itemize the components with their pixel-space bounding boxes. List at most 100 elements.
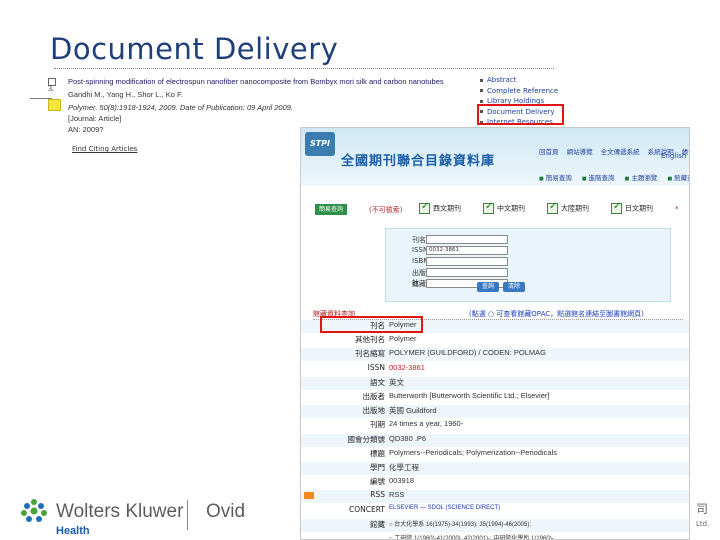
- result-source: Polymer. 50(8):1918-1924, 2009. Date of …: [68, 103, 293, 112]
- top-link-sitemap[interactable]: 網站導覽: [566, 148, 593, 156]
- record-field-label: 語文: [370, 377, 385, 387]
- edge-text: 司: [696, 502, 709, 516]
- document-delivery-link[interactable]: Document Delivery: [480, 108, 558, 116]
- record-field-label: 館藏: [370, 519, 385, 529]
- record-field-value[interactable]: ELSEVIER — SDOL (SCIENCE DIRECT): [389, 504, 501, 511]
- record-field-value: 英國 Guildford: [389, 406, 437, 416]
- record-field-value: POLYMER (GUILDFORD) / CODEN: POLMAG: [389, 348, 546, 358]
- sub-link-advanced[interactable]: 進階查詢: [582, 174, 615, 182]
- result-links: Abstract Complete Reference Library Hold…: [480, 76, 558, 129]
- search-form: 刊名 ISSN 0032-3861 ISBN 出版社 館藏: [385, 228, 671, 302]
- issn-field[interactable]: 0032-3861: [426, 246, 508, 255]
- sub-link-simple[interactable]: 簡易查詢: [539, 174, 572, 182]
- record-field-label: 出版地: [362, 406, 386, 416]
- stpi-title: 全國期刊聯合目錄資料庫: [341, 154, 496, 169]
- result-accession: AN: 2009?: [68, 125, 104, 134]
- result-title[interactable]: Post-spinning modification of electrospu…: [68, 77, 444, 86]
- option-western[interactable]: 西文期刊: [419, 201, 461, 214]
- top-link-account[interactable]: 帳號管理: [681, 148, 689, 156]
- record-field-label: 編號: [370, 477, 385, 487]
- internet-resources-link[interactable]: Internet Resources: [480, 118, 558, 126]
- record-field-label: ISSN: [367, 362, 385, 372]
- result-pub-type: [Journal: Article]: [68, 114, 122, 123]
- search-hint: (不可檢索): [369, 206, 403, 214]
- wolters-kluwer-logo-icon: [21, 499, 47, 522]
- record-field-value: QD380 .P6: [389, 433, 427, 443]
- result-authors: Gandhi M., Yang H., Shor L., Ko F.: [68, 90, 183, 99]
- record-field-value: 英文: [389, 377, 404, 387]
- top-link-home[interactable]: 回首頁: [539, 148, 559, 156]
- record-field-value: 003918: [389, 476, 415, 486]
- record-field-value: 化學工程: [389, 463, 419, 472]
- stpi-top-links: 回首頁 網站導覽 全文傳遞系統 系統說明 帳號管理: [539, 146, 689, 156]
- bullet-icon: [480, 78, 483, 82]
- highlight-box-polymer: [320, 316, 423, 333]
- library-holdings-link[interactable]: Library Holdings: [480, 97, 558, 105]
- checkbox-icon[interactable]: [483, 201, 494, 214]
- checkbox-icon[interactable]: [611, 201, 622, 214]
- record-field-label: RSS: [370, 490, 385, 500]
- result-checkbox[interactable]: [48, 78, 56, 86]
- note-icon[interactable]: [48, 99, 61, 111]
- edge-text-small: Ltd.: [696, 520, 710, 528]
- record-field-value[interactable]: ○ 台大化學系 16(1975)-34(1993); 35(1994)-46(2…: [389, 521, 532, 528]
- find-citing-articles-link[interactable]: Find Citing Articles: [72, 145, 138, 153]
- results-label: 館藏資料查詢: [313, 310, 355, 318]
- record-row: 刊名 Polymer: [301, 320, 689, 333]
- top-link-delivery[interactable]: 全文傳遞系統: [600, 148, 640, 156]
- record-field-label: 其他刊名: [355, 335, 385, 345]
- record-row: ISSN 0032-3861: [301, 362, 689, 376]
- option-chinese[interactable]: 中文期刊: [483, 201, 525, 214]
- record-field-value[interactable]: RSS: [389, 490, 405, 500]
- record-row: 其他刊名 Polymer: [301, 334, 689, 347]
- checkbox-icon[interactable]: [419, 201, 430, 214]
- options-note: *: [675, 205, 679, 213]
- english-link[interactable]: English: [661, 152, 687, 160]
- record-field-label: 刊名: [370, 321, 385, 330]
- mode-tag: 簡易查詢: [315, 204, 347, 215]
- isbn-field[interactable]: [426, 257, 508, 266]
- sub-link-browse[interactable]: 主題瀏覽: [625, 174, 658, 182]
- bullet-icon: [480, 120, 483, 124]
- search-button[interactable]: 查詢: [477, 282, 499, 292]
- clear-button[interactable]: 清除: [503, 282, 525, 292]
- record-field-label: 刊期: [370, 420, 385, 430]
- brand-name: Wolters Kluwer: [56, 501, 184, 522]
- record-field-label: 標題: [370, 448, 385, 458]
- record-field-value: Polymer: [389, 334, 417, 344]
- search-result: 3. Post-spinning modification of electro…: [48, 68, 558, 158]
- record-row: RSS RSS: [301, 490, 689, 504]
- results-header: 館藏資料查詢 (點選 ○ 可查看館藏OPAC，點選館名連結至圖書館網頁): [313, 308, 683, 320]
- record-row: 館藏 ○ 台大化學系 16(1975)-34(1993); 35(1994)-46…: [301, 518, 689, 532]
- record-field-value[interactable]: ○ 工研院 1(1960)-41(2000), 42(2001)-; 中研院化學…: [389, 536, 554, 540]
- rss-icon[interactable]: [304, 491, 314, 499]
- record-field-label: 刊名縮寫: [355, 349, 385, 359]
- dotted-divider: [54, 68, 554, 69]
- record-field-label: 學門: [370, 463, 385, 472]
- option-mainland[interactable]: 大陸期刊: [547, 201, 589, 214]
- abstract-link[interactable]: Abstract: [480, 76, 558, 84]
- top-link-help[interactable]: 系統說明: [647, 148, 674, 156]
- complete-reference-link[interactable]: Complete Reference: [480, 87, 558, 95]
- publisher-field[interactable]: [426, 268, 508, 277]
- title-divider: [30, 98, 52, 99]
- record-field-value: 0032-3861: [389, 362, 425, 372]
- checkbox-icon[interactable]: [547, 201, 558, 214]
- option-japanese[interactable]: 日文期刊: [611, 201, 653, 214]
- record-field-value: Polymer: [389, 320, 417, 329]
- highlight-box-document-delivery: [477, 104, 564, 125]
- stpi-header: STPI 全國期刊聯合目錄資料庫 回首頁 網站導覽 全文傳遞系統 系統說明 帳號…: [301, 128, 689, 186]
- record-field-value: Butterworth [Butterworth Scientific Ltd.…: [389, 391, 550, 400]
- bullet-icon: [480, 110, 483, 114]
- bullet-icon: [480, 99, 483, 103]
- record-row: 出版地英國 Guildford: [301, 405, 689, 419]
- title-field[interactable]: [426, 235, 508, 244]
- record-row: 學門化學工程: [301, 462, 689, 475]
- record-row: ○ 工研院 1(1960)-41(2000), 42(2001)-; 中研院化學…: [301, 533, 689, 540]
